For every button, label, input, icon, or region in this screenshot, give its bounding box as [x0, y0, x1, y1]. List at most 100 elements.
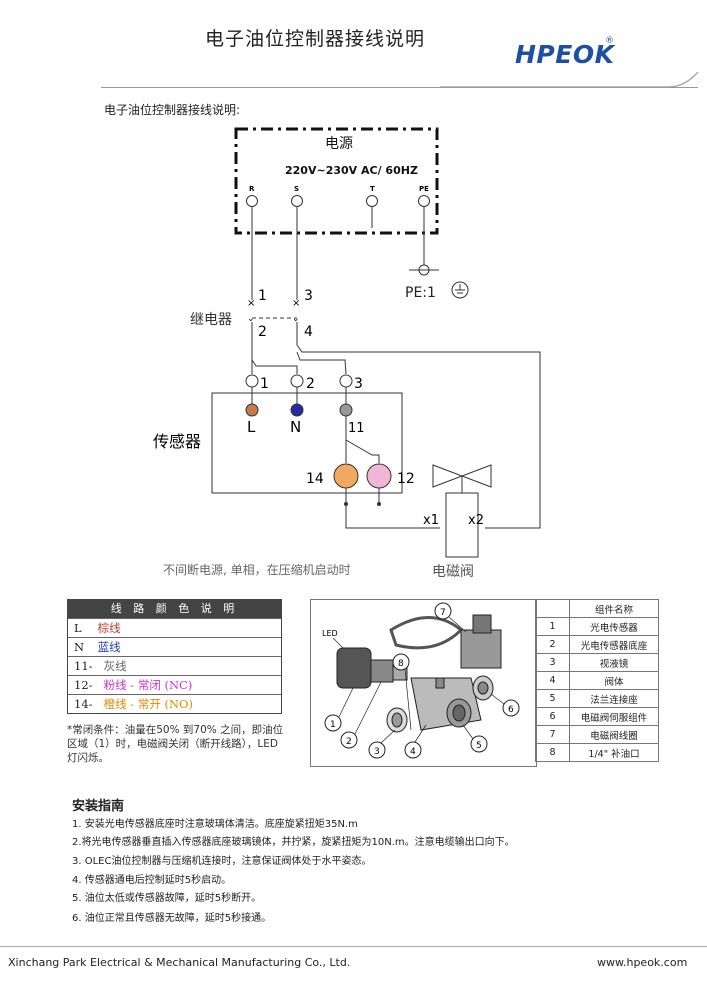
- header-swoosh: [440, 71, 699, 88]
- power-supply-box: [234, 127, 439, 235]
- sensor-terminal-3: [339, 374, 353, 388]
- footer-company: Xinchang Park Electrical & Mechanical Ma…: [8, 956, 351, 969]
- relay-pin-2: 2: [258, 324, 267, 340]
- terminal-r: R: [249, 185, 255, 193]
- terminal-s-circle: [291, 195, 303, 207]
- legend-title: 线 路 颜 色 说 明: [68, 600, 281, 618]
- wire-n-dot: [290, 403, 304, 417]
- valve-symbol: [432, 464, 464, 488]
- registered-mark: ®: [605, 36, 614, 46]
- svg-text:5: 5: [476, 741, 482, 751]
- pin-14-label: 14: [306, 471, 324, 487]
- legend-text: 粉线 - 常闭 (NC): [103, 678, 193, 692]
- relay-pin-1: 1: [258, 288, 267, 304]
- svg-text:2: 2: [346, 737, 352, 747]
- parts-header-name: 组件名称: [569, 599, 659, 618]
- sensor-pin-2: 2: [306, 376, 315, 392]
- relay-pin-3: 3: [304, 288, 313, 304]
- legend-text: 灰线: [103, 659, 127, 673]
- install-item-4: 4. 传感器通电后控制延时5秒启动。: [72, 875, 232, 886]
- led-label: LED: [322, 629, 338, 638]
- install-item-1: 1. 安装光电传感器底座时注意玻璃体清洁。底座旋紧扭矩35N.m: [72, 819, 358, 830]
- terminal-t: T: [370, 185, 375, 193]
- page-title: 电子油位控制器接线说明: [205, 28, 426, 50]
- pin-12-label: 12: [397, 471, 415, 487]
- install-guide-title: 安装指南: [72, 799, 125, 814]
- terminal-t-circle: [366, 195, 378, 207]
- footer-divider: [0, 946, 707, 947]
- terminal-pe: PE: [419, 185, 429, 193]
- sensor-box: [211, 392, 403, 494]
- wire-l-dot: [245, 403, 259, 417]
- footer-website[interactable]: www.hpeok.com: [597, 956, 688, 969]
- terminal-r-circle: [246, 195, 258, 207]
- normally-closed-note: *常闭条件：油量在50% 到70% 之间，即油位区域（1）时，电磁阀关闭（断开线…: [67, 724, 284, 764]
- wire-color-legend: 线 路 颜 色 说 明 L 棕线 N 蓝线 11- 灰线 12- 粉线 - 常闭…: [67, 599, 282, 714]
- svg-text:×: ×: [292, 298, 300, 309]
- legend-code: 11-: [74, 659, 93, 673]
- sensor-terminal-1: [245, 374, 259, 388]
- diagram-subtitle: 电子油位控制器接线说明:: [104, 103, 241, 117]
- terminal-pe-circle: [418, 195, 430, 207]
- output-12-dot: [366, 463, 392, 489]
- solenoid-coil: [445, 492, 479, 558]
- terminal-s: S: [294, 185, 299, 193]
- sensor-pin-3: 3: [354, 376, 363, 392]
- logo-text: HPEOK: [515, 40, 615, 69]
- callout-4: [404, 741, 422, 759]
- voltage-label: 220V~230V AC/ 60HZ: [285, 164, 418, 177]
- svg-text:8: 8: [398, 659, 404, 669]
- install-item-5: 5. 油位太低或传感器故障，延时5秒断开。: [72, 893, 262, 904]
- legend-row-12: 12- 粉线 - 常闭 (NC): [68, 675, 281, 694]
- callout-2: [340, 731, 358, 749]
- sensor-terminal-2: [290, 374, 304, 388]
- svg-text:⌄: ⌄: [247, 314, 255, 324]
- svg-text:4: 4: [410, 747, 416, 757]
- callout-8: [392, 653, 410, 671]
- solenoid-label: 电磁阀: [432, 564, 474, 580]
- power-label: 电源: [325, 136, 353, 152]
- sensor-pin-1: 1: [260, 376, 269, 392]
- callout-5: [470, 735, 488, 753]
- legend-row-n: N 蓝线: [68, 637, 281, 656]
- sensor-label: 传感器: [153, 432, 201, 451]
- legend-code: 12-: [74, 678, 93, 692]
- callout-1: [324, 714, 342, 732]
- diagram-caption: 不间断电源, 单相，在压缩机启动时: [163, 562, 351, 577]
- callout-6: [502, 699, 520, 717]
- install-item-6: 6. 油位正常且传感器无故障，延时5秒接通。: [72, 913, 272, 924]
- wire-n-letter: N: [290, 418, 301, 436]
- x1-label: x1: [423, 513, 439, 528]
- svg-text:⌄: ⌄: [292, 314, 300, 324]
- wire-l-letter: L: [247, 418, 256, 436]
- ground-icon: [451, 281, 469, 299]
- legend-text: 橙线 - 常开 (NO): [103, 697, 193, 711]
- header-divider: [101, 87, 698, 88]
- legend-row-14: 14- 橙线 - 常开 (NO): [68, 694, 281, 713]
- callout-7: [434, 602, 452, 620]
- parts-table-header: 组件名称: [535, 599, 659, 618]
- pe-label: PE:1: [405, 285, 436, 301]
- output-14-dot: [333, 463, 359, 489]
- legend-text: 棕线: [97, 621, 121, 635]
- svg-text:3: 3: [374, 747, 380, 757]
- install-item-3: 3. OLEC油位控制器与压缩机连接时，注意保证阀体处于水平姿态。: [72, 856, 372, 867]
- hpeok-logo: HPEOK ®: [515, 36, 615, 72]
- legend-text: 蓝线: [97, 640, 121, 654]
- relay-pin-4: 4: [304, 324, 313, 340]
- pin-11-label: 11: [348, 421, 365, 436]
- legend-code: N: [74, 640, 85, 654]
- install-item-2: 2.将光电传感器垂直插入传感器底座玻璃镜体，并拧紧，旋紧扭矩为10N.m。注意电…: [72, 837, 515, 848]
- svg-text:6: 6: [508, 705, 514, 715]
- wiring-diagram: 电源 220V~230V AC/ 60HZ R S T PE PE:1 × × …: [153, 127, 541, 580]
- svg-text:×: ×: [247, 298, 255, 309]
- callout-3: [368, 741, 386, 759]
